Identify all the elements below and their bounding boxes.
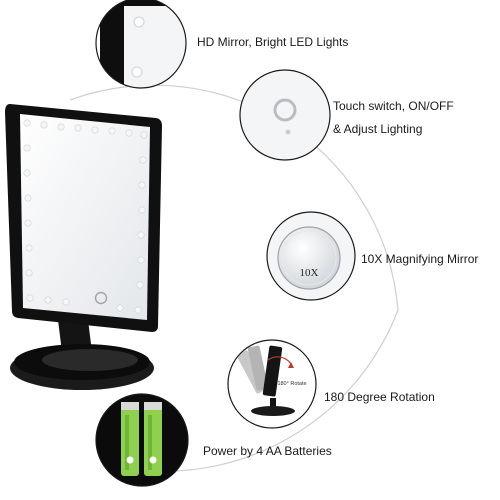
touch-button-icon (94, 291, 108, 305)
callout-rotation: 180° Rotate (227, 339, 317, 429)
power-ring-icon (273, 98, 297, 122)
feature-label-rotation: 180 Degree Rotation (324, 390, 435, 404)
rotation-badge: 180° Rotate (277, 381, 306, 387)
feature-label-magnifier: 10X Magnifying Mirror (361, 252, 479, 266)
callout-hd-mirror (95, 0, 187, 89)
magnifier-badge: 10X (300, 267, 319, 279)
feature-label-hd-mirror: HD Mirror, Bright LED Lights (197, 35, 349, 49)
connector-arc (69, 84, 399, 472)
feature-label-batteries: Power by 4 AA Batteries (203, 444, 332, 458)
battery-icon (144, 402, 162, 476)
led-lights (23, 119, 148, 314)
callout-magnifier: 10X (266, 211, 356, 301)
callout-touch-switch (239, 69, 331, 161)
main-mirror (5, 104, 162, 390)
callout-batteries (95, 393, 189, 487)
feature-label-touch-switch: Touch switch, ON/OFF & Adjust Lighting (333, 99, 454, 136)
battery-icon (121, 402, 139, 476)
